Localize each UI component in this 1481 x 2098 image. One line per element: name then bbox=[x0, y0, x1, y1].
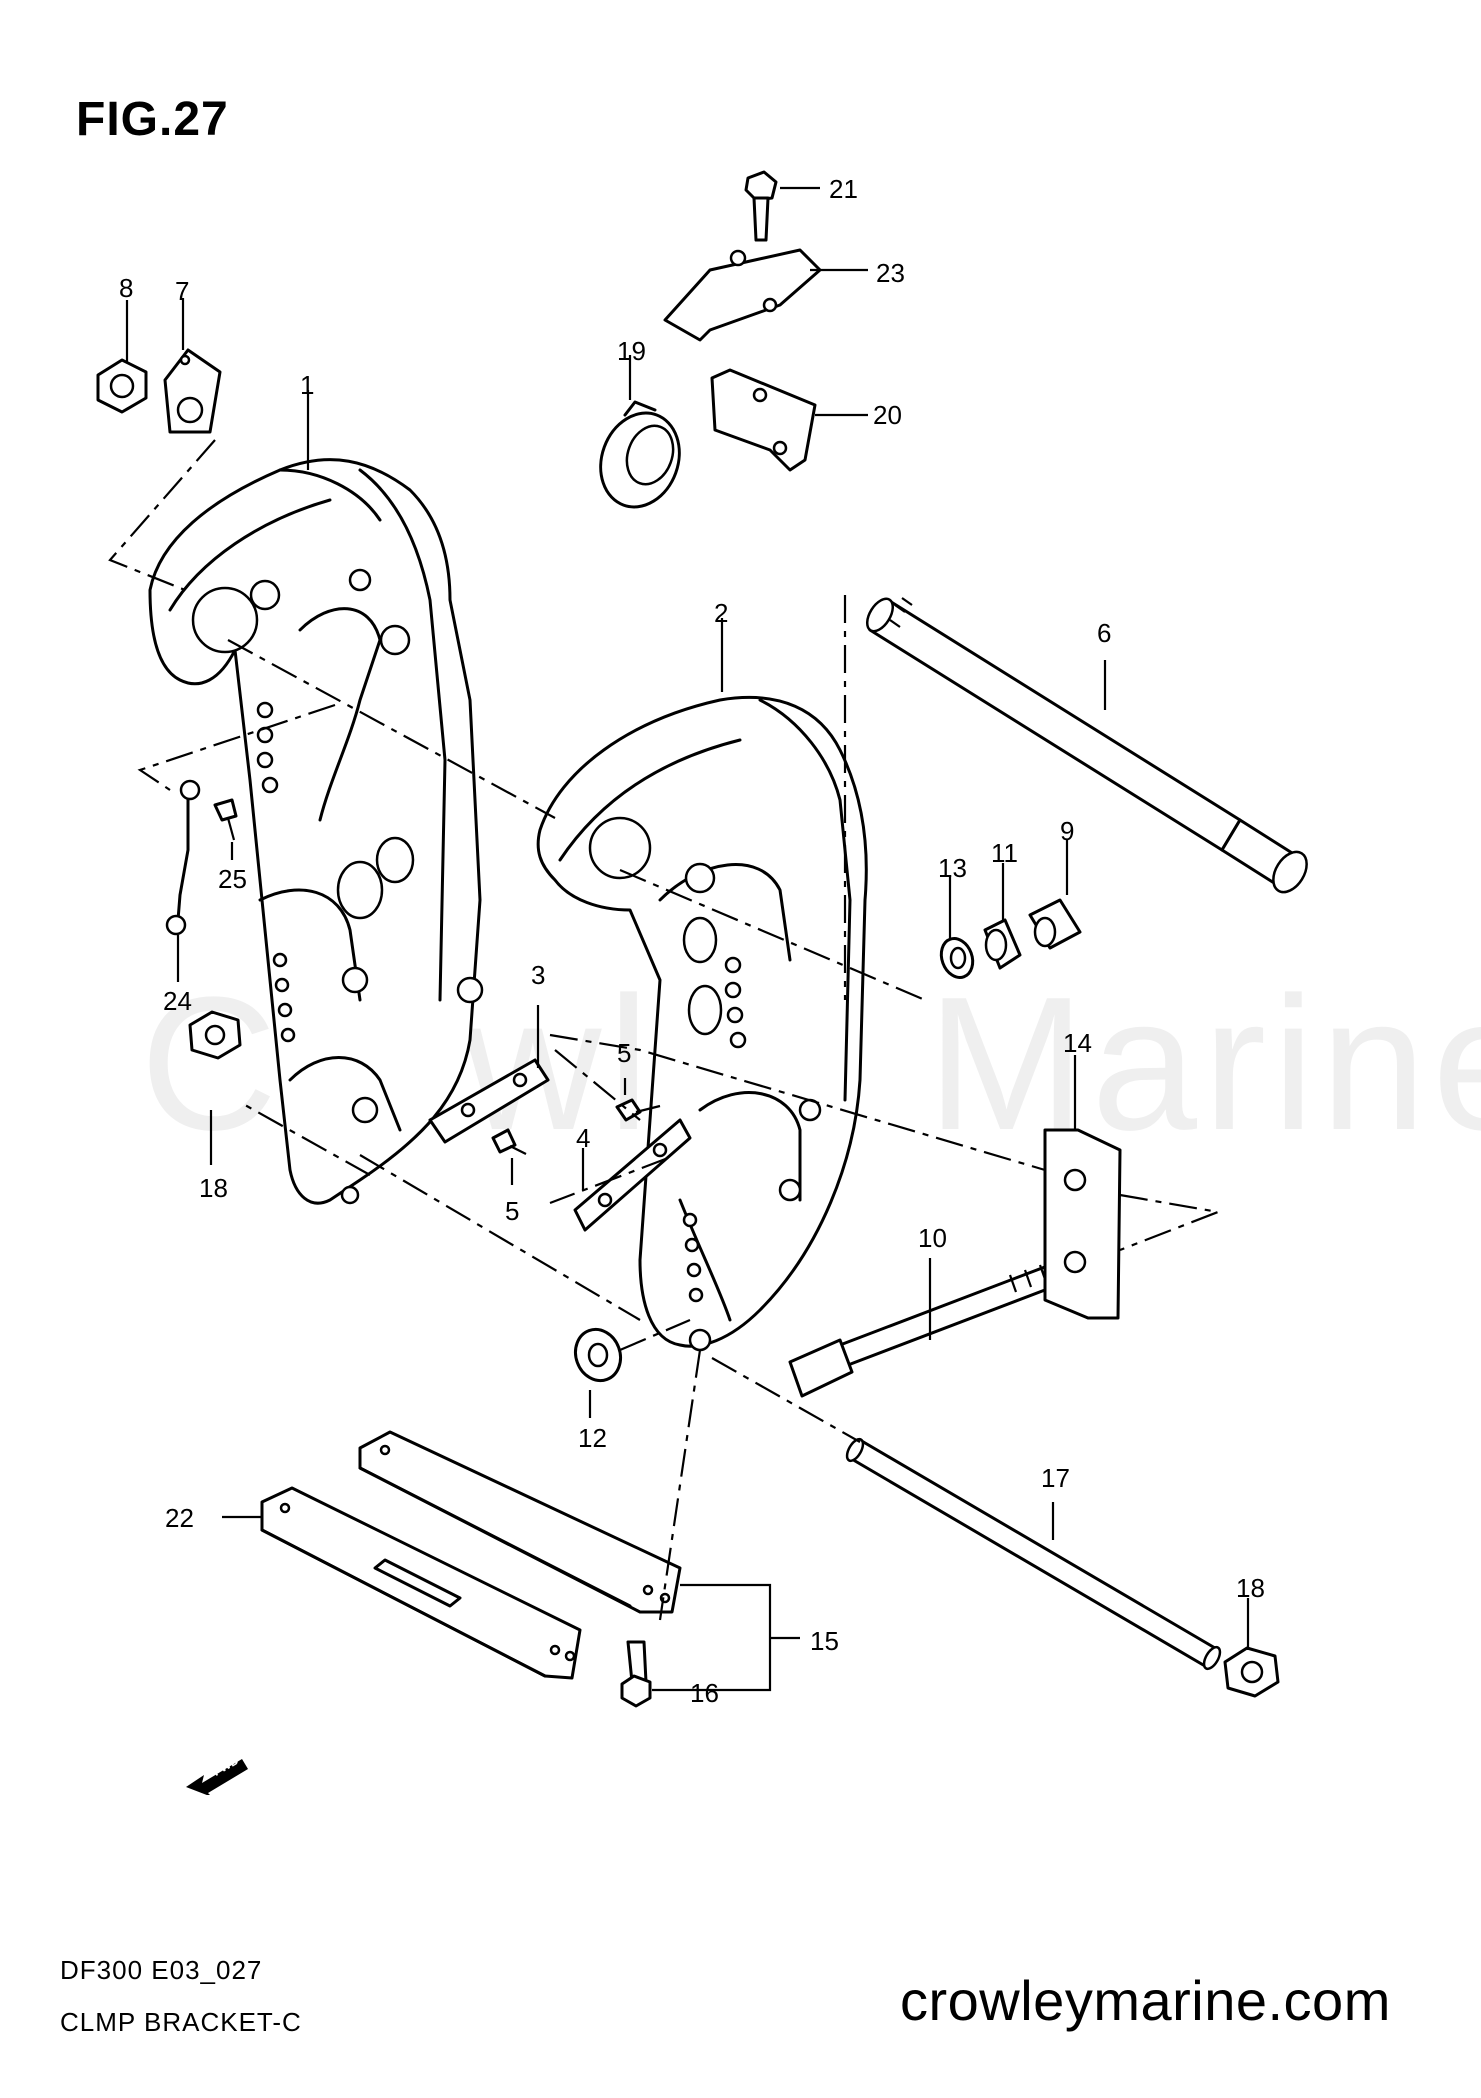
callout-13: 13 bbox=[938, 853, 967, 883]
callout-22: 22 bbox=[165, 1503, 194, 1533]
callout-5-upper: 5 bbox=[617, 1038, 632, 1068]
callout-8: 8 bbox=[119, 273, 134, 303]
washer-plate-7 bbox=[163, 348, 222, 434]
callout-18-right: 18 bbox=[1236, 1573, 1265, 1603]
website-link[interactable]: crowleymarine.com bbox=[900, 1969, 1391, 2032]
callout-23: 23 bbox=[876, 258, 905, 288]
callout-2: 2 bbox=[714, 598, 729, 628]
callout-21: 21 bbox=[829, 174, 858, 204]
callout-5-lower: 5 bbox=[505, 1196, 520, 1226]
section-name: CLMP BRACKET-C bbox=[60, 2007, 302, 2037]
screw-5-lower bbox=[491, 1128, 527, 1155]
callout-3: 3 bbox=[531, 960, 546, 990]
bolt-10 bbox=[788, 1263, 1060, 1398]
nut-18-right bbox=[1223, 1646, 1280, 1698]
washer-13 bbox=[939, 937, 975, 979]
callout-25: 25 bbox=[218, 864, 247, 894]
callout-1: 1 bbox=[300, 370, 315, 400]
screw-25 bbox=[213, 798, 238, 841]
callout-16: 16 bbox=[690, 1678, 719, 1708]
alignment-lines bbox=[108, 439, 1223, 1621]
plate-14 bbox=[1043, 1128, 1122, 1320]
plate-3 bbox=[428, 1058, 550, 1144]
bushing-11 bbox=[983, 918, 1022, 970]
callout-12: 12 bbox=[578, 1423, 607, 1453]
bushing-9 bbox=[1028, 898, 1082, 950]
callout-24: 24 bbox=[163, 986, 192, 1016]
nut-8 bbox=[96, 358, 148, 414]
nut-18-left bbox=[188, 1010, 242, 1060]
callout-20: 20 bbox=[873, 400, 902, 430]
clamp-bracket-left bbox=[148, 458, 484, 1205]
callout-4: 4 bbox=[576, 1123, 591, 1153]
fwd-arrow-icon: FWD bbox=[182, 1745, 252, 1795]
bolt-21 bbox=[744, 170, 778, 242]
washer-12 bbox=[573, 1327, 623, 1383]
bolt-16 bbox=[620, 1640, 652, 1708]
tilt-tube bbox=[865, 597, 1308, 894]
callout-10: 10 bbox=[918, 1223, 947, 1253]
callout-19: 19 bbox=[617, 336, 646, 366]
clamp-bracket-right bbox=[536, 695, 868, 1352]
leader-lines bbox=[125, 186, 1250, 1692]
bracket-23 bbox=[663, 248, 822, 342]
callout-11: 11 bbox=[991, 838, 1018, 868]
callout-14: 14 bbox=[1063, 1028, 1092, 1058]
callout-18-left: 18 bbox=[199, 1173, 228, 1203]
through-bolt bbox=[845, 1437, 1222, 1671]
callout-17: 17 bbox=[1041, 1463, 1070, 1493]
pad-22 bbox=[260, 1486, 582, 1680]
callout-9: 9 bbox=[1060, 816, 1075, 846]
bushing-19 bbox=[599, 400, 681, 509]
model-code: DF300 E03_027 bbox=[60, 1955, 263, 1985]
plate-4 bbox=[573, 1118, 692, 1232]
ground-wire-24 bbox=[165, 779, 201, 936]
callout-7: 7 bbox=[175, 276, 190, 306]
figure-title: FIG.27 bbox=[76, 93, 229, 146]
callout-15: 15 bbox=[810, 1626, 839, 1656]
pad-15 bbox=[358, 1430, 682, 1614]
callout-6: 6 bbox=[1097, 618, 1112, 648]
bracket-20 bbox=[710, 368, 817, 472]
